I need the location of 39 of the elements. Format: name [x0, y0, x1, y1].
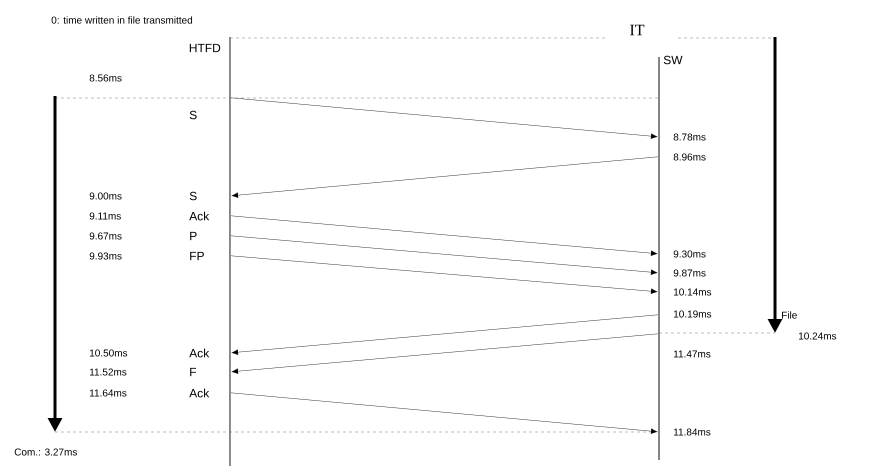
message-arrow — [232, 156, 658, 198]
time-label: 10.14ms — [674, 288, 712, 296]
time-label: 9.11ms — [90, 212, 121, 220]
message-label: Ack — [188, 210, 210, 222]
time-label: 8.56ms — [90, 74, 122, 82]
message-arrow — [230, 256, 658, 294]
section-label: IT — [628, 24, 646, 36]
time-label: File — [782, 311, 797, 319]
message-label: Ack — [188, 348, 210, 358]
time-label: 9.93ms — [90, 252, 122, 260]
message-label: S — [188, 190, 198, 202]
note-text: Com.: 3.27ms — [14, 448, 77, 456]
time-label: 9.67ms — [90, 232, 122, 240]
message-label: P — [188, 230, 198, 242]
time-label: 8.78ms — [674, 133, 706, 141]
time-label: 11.47ms — [674, 350, 710, 358]
message-arrow — [230, 236, 658, 276]
lifeline-label: HTFD — [190, 44, 220, 52]
message-arrow — [232, 334, 658, 374]
time-label: 9.00ms — [90, 192, 122, 200]
time-label: 10.24ms — [798, 332, 836, 340]
time-label: 9.30ms — [674, 250, 706, 258]
time-label: 10.50ms — [90, 349, 128, 357]
message-arrow — [232, 314, 658, 356]
note-text: 0: time written in file transmitted — [52, 16, 192, 24]
message-arrow — [230, 392, 658, 434]
message-arrow — [230, 98, 658, 139]
time-label: 9.87ms — [674, 269, 706, 277]
message-label: S — [188, 110, 198, 120]
message-arrow — [230, 216, 658, 256]
lifeline-label: SW — [664, 56, 682, 64]
message-label: Ack — [188, 388, 210, 398]
time-label: 11.64ms — [90, 389, 126, 397]
time-label: 11.84ms — [674, 428, 710, 436]
message-label: FP — [188, 250, 206, 262]
time-label: 8.96ms — [674, 153, 706, 161]
message-label: F — [188, 366, 198, 378]
time-label: 10.19ms — [674, 310, 712, 318]
time-label: 11.52ms — [90, 368, 126, 376]
